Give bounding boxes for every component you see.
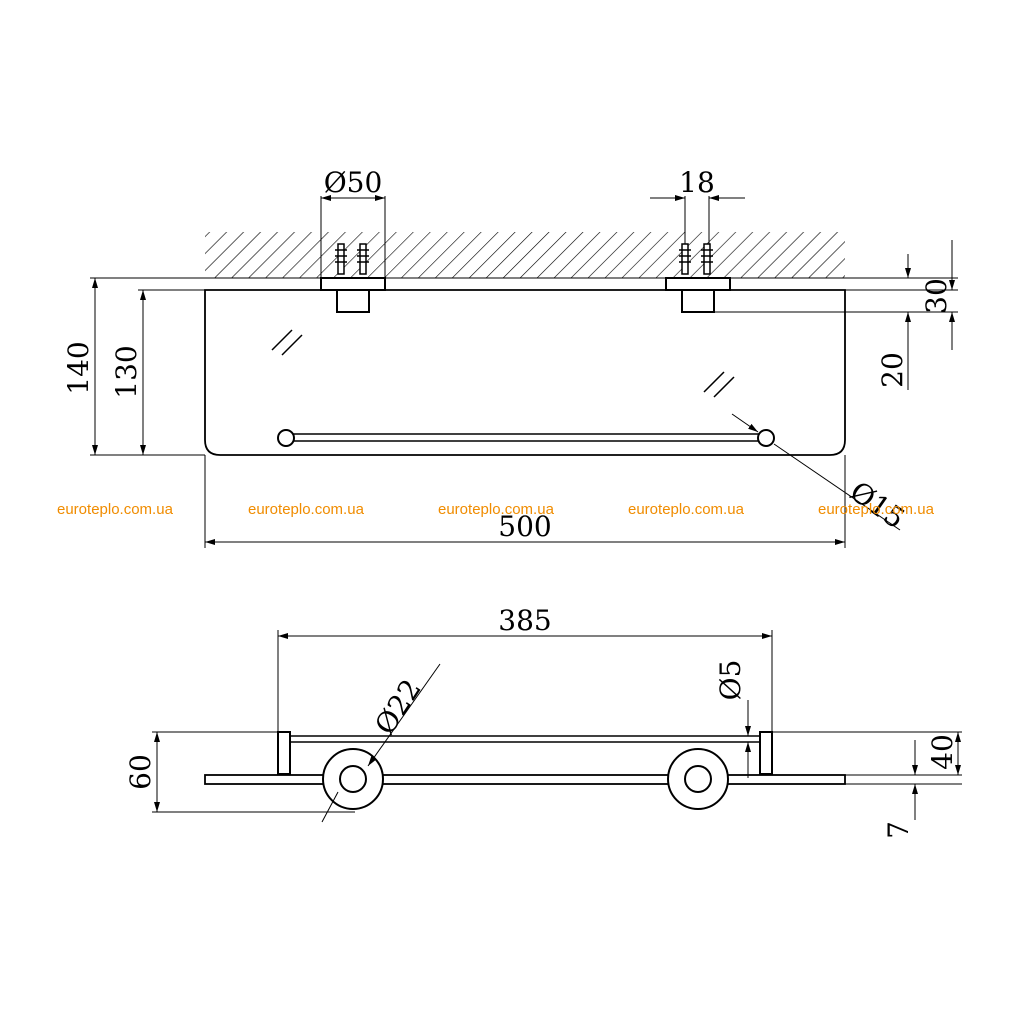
rail-post-right bbox=[759, 731, 773, 775]
watermark-5: euroteplo.com.ua bbox=[818, 501, 935, 518]
wall-hatch bbox=[205, 232, 845, 278]
glass-plate-side bbox=[204, 774, 846, 785]
watermark-4: euroteplo.com.ua bbox=[628, 501, 745, 518]
bracket-right bbox=[681, 289, 715, 313]
dim-mount-depth: 18 bbox=[679, 166, 715, 199]
screw-left bbox=[335, 243, 369, 275]
glass-mark-left bbox=[271, 329, 303, 356]
dim-rail-diameter: Ø5 bbox=[714, 660, 747, 701]
glass-mark-right bbox=[703, 371, 735, 398]
dim-bracket-offset: 20 bbox=[876, 352, 909, 388]
dim-glass-depth: 130 bbox=[110, 345, 143, 398]
rail-end-left bbox=[277, 429, 295, 447]
mount-plate-right bbox=[665, 277, 731, 291]
dim-total-depth: 140 bbox=[62, 341, 95, 394]
watermark-1: euroteplo.com.ua bbox=[57, 501, 174, 518]
dim-mount-diameter-front: Ø22 bbox=[368, 673, 428, 740]
glass-shelf bbox=[204, 289, 846, 456]
front-view bbox=[152, 630, 962, 823]
rail-post-left bbox=[277, 731, 291, 775]
dim-bracket-height: 30 bbox=[920, 278, 953, 314]
rail-end-right bbox=[757, 429, 775, 447]
dim-glass-thickness: 7 bbox=[882, 821, 915, 839]
mount-plate-left bbox=[320, 277, 386, 291]
dim-total-height: 60 bbox=[124, 754, 157, 790]
watermark-2: euroteplo.com.ua bbox=[248, 501, 365, 518]
dim-total-width: 500 bbox=[498, 510, 551, 543]
dim-mount-diameter: Ø50 bbox=[324, 166, 383, 199]
screw-right bbox=[679, 243, 713, 275]
dim-rail-height: 40 bbox=[926, 734, 959, 770]
bracket-left bbox=[336, 289, 370, 313]
top-view bbox=[90, 195, 958, 548]
mount-right bbox=[667, 748, 729, 810]
dim-rail-length: 385 bbox=[498, 604, 551, 637]
watermark-3: euroteplo.com.ua bbox=[438, 501, 555, 518]
